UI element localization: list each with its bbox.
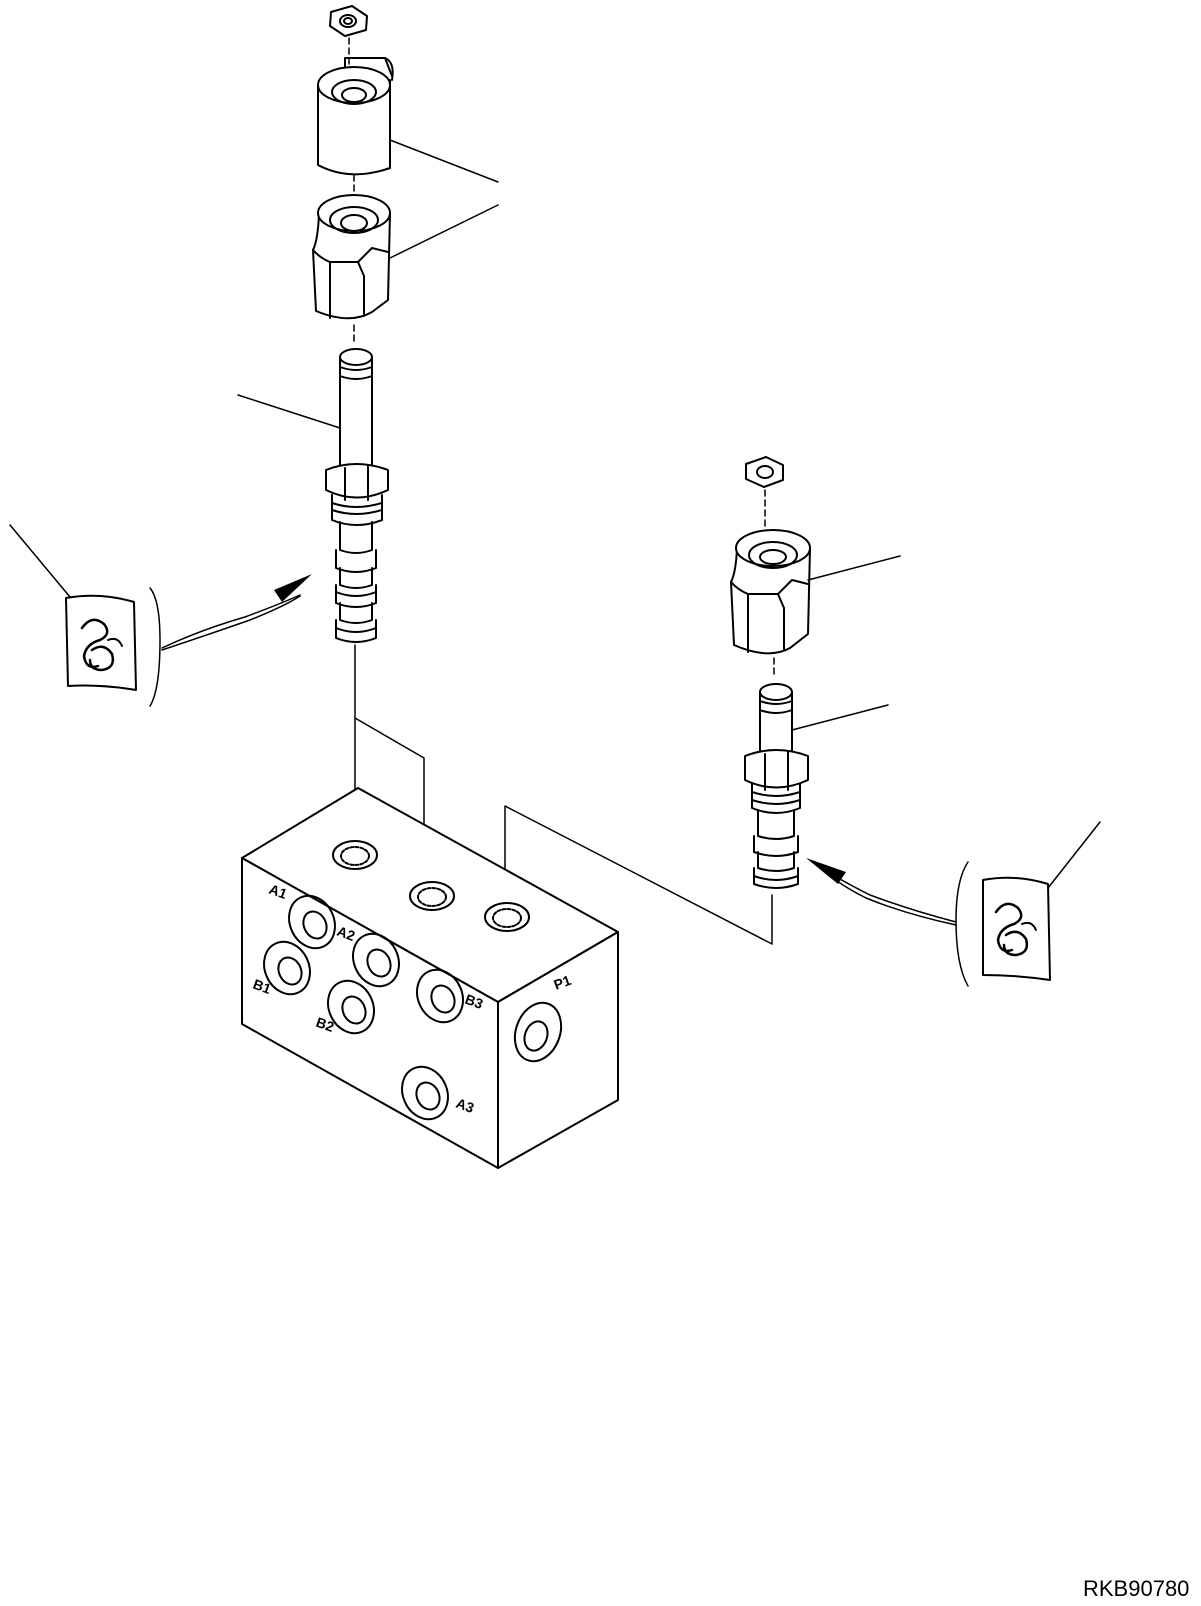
port-label-b2: B2 bbox=[314, 1014, 336, 1035]
sealant-tube-icon bbox=[9, 524, 301, 707]
manifold-block bbox=[241, 787, 619, 1169]
port-label-b3: B3 bbox=[463, 991, 485, 1012]
port-label-b1: B1 bbox=[251, 976, 273, 997]
port-label-a2: A2 bbox=[335, 923, 357, 944]
port-a3 bbox=[401, 1065, 449, 1121]
solenoid-coil-right bbox=[730, 529, 811, 655]
port-b2 bbox=[327, 979, 375, 1035]
solenoid-coil-left bbox=[312, 194, 391, 320]
solenoid-cap-left bbox=[317, 57, 394, 176]
hex-nut-left bbox=[329, 5, 368, 37]
port-p1 bbox=[513, 1001, 563, 1063]
valve-cartridge-left bbox=[325, 348, 389, 643]
drawing-id: RKB90780 bbox=[1083, 1576, 1189, 1601]
port-a2 bbox=[352, 932, 400, 988]
port-b1 bbox=[263, 940, 311, 996]
port-b3 bbox=[416, 968, 464, 1024]
sealant-tube-icon bbox=[821, 821, 1101, 987]
hex-nut-right bbox=[745, 456, 784, 488]
port-a1 bbox=[288, 894, 336, 950]
port-label-a1: A1 bbox=[267, 881, 289, 902]
port-label-p1: P1 bbox=[552, 972, 574, 993]
port-label-a3: A3 bbox=[454, 1095, 476, 1116]
valve-cartridge-right bbox=[744, 683, 809, 889]
